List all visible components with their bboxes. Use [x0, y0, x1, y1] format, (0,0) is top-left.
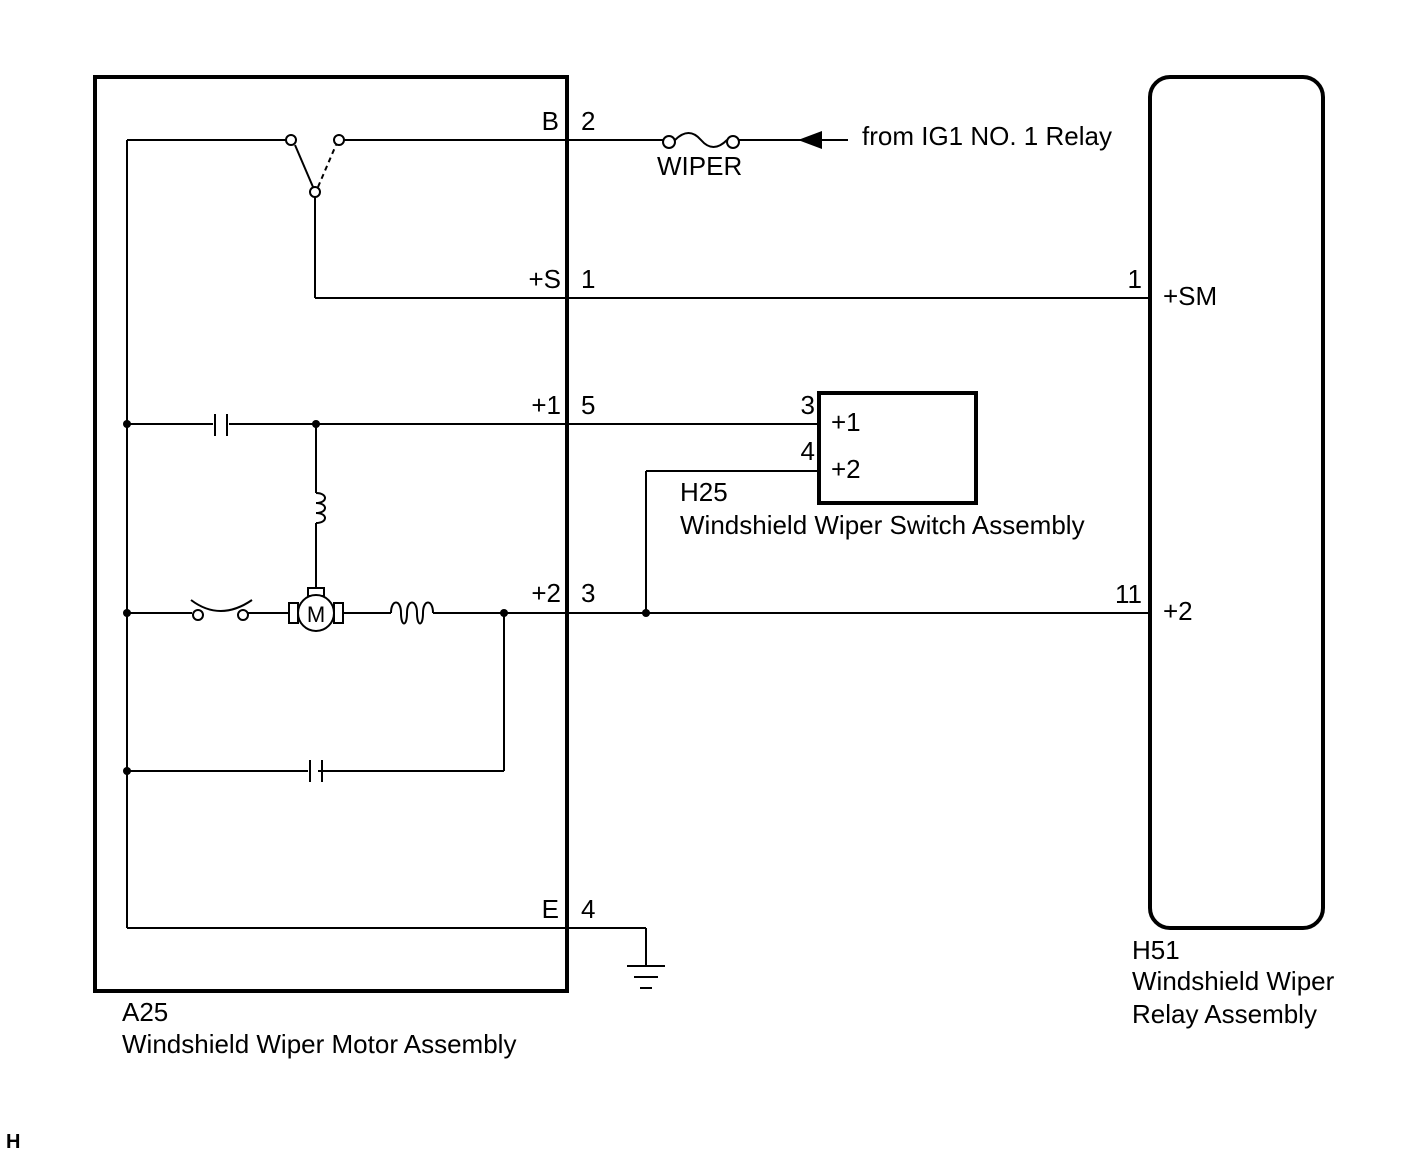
relay-terminal-plus-sm: +SM [1163, 281, 1217, 311]
relay-assembly-name-line1: Windshield Wiper [1132, 966, 1335, 996]
motor-assembly-name: Windshield Wiper Motor Assembly [122, 1029, 516, 1059]
junction-dot [642, 609, 650, 617]
switch-terminal-plus1: +1 [831, 407, 861, 437]
relay-assembly-box [1148, 75, 1325, 930]
fuse-contact-left [662, 135, 676, 149]
cam-switch-contact-right [333, 134, 345, 146]
circuit-breaker [190, 599, 253, 612]
terminal-label-plus2: +2 [531, 578, 561, 608]
fuse-element [674, 132, 728, 148]
footer-code: H [6, 1131, 20, 1153]
terminal-label-b: B [542, 106, 559, 136]
motor-icon [297, 594, 335, 632]
terminal-pin-b: 2 [581, 106, 595, 136]
motor-brush-left [288, 602, 299, 624]
terminal-pin-plus2: 3 [581, 578, 595, 608]
fuse-label: WIPER [657, 151, 742, 181]
switch-assembly-box [817, 391, 978, 505]
junction-dot [312, 420, 320, 428]
breaker-contact-right [237, 609, 249, 621]
breaker-contact-left [192, 609, 204, 621]
switch-assembly-id: H25 [680, 477, 728, 507]
switch-pin-4: 4 [801, 436, 815, 466]
switch-terminal-plus2: +2 [831, 454, 861, 484]
relay-assembly-id: H51 [1132, 935, 1180, 965]
terminal-label-plus1: +1 [531, 390, 561, 420]
motor-brush-right [333, 602, 344, 624]
junction-dot [123, 609, 131, 617]
relay-terminal-plus2: +2 [1163, 596, 1193, 626]
terminal-pin-plus-s: 1 [581, 264, 595, 294]
motor-assembly-box [93, 75, 569, 993]
switch-assembly-name: Windshield Wiper Switch Assembly [680, 510, 1085, 540]
cam-switch-contact-left [285, 134, 297, 146]
source-label: from IG1 NO. 1 Relay [862, 121, 1112, 151]
junction-dot [500, 609, 508, 617]
cam-switch-blade-solid [294, 144, 314, 188]
motor-symbol-label: M [307, 602, 325, 627]
horizontal-coil [390, 601, 434, 625]
relay-pin-11: 11 [1115, 579, 1142, 609]
relay-pin-1: 1 [1128, 264, 1142, 294]
cam-switch-common [309, 186, 321, 198]
terminal-pin-plus1: 5 [581, 390, 595, 420]
source-arrow-head [798, 131, 822, 149]
switch-pin-3: 3 [801, 390, 815, 420]
relay-assembly-name-line2: Relay Assembly [1132, 999, 1317, 1029]
vertical-coil [315, 492, 326, 524]
terminal-pin-e: 4 [581, 894, 595, 924]
terminal-label-plus-s: +S [528, 264, 561, 294]
terminal-label-e: E [542, 894, 559, 924]
junction-dot [123, 767, 131, 775]
motor-assembly-id: A25 [122, 997, 168, 1027]
cam-switch-blade-dashed [317, 144, 337, 188]
junction-dot [123, 420, 131, 428]
fuse-contact-right [726, 135, 740, 149]
